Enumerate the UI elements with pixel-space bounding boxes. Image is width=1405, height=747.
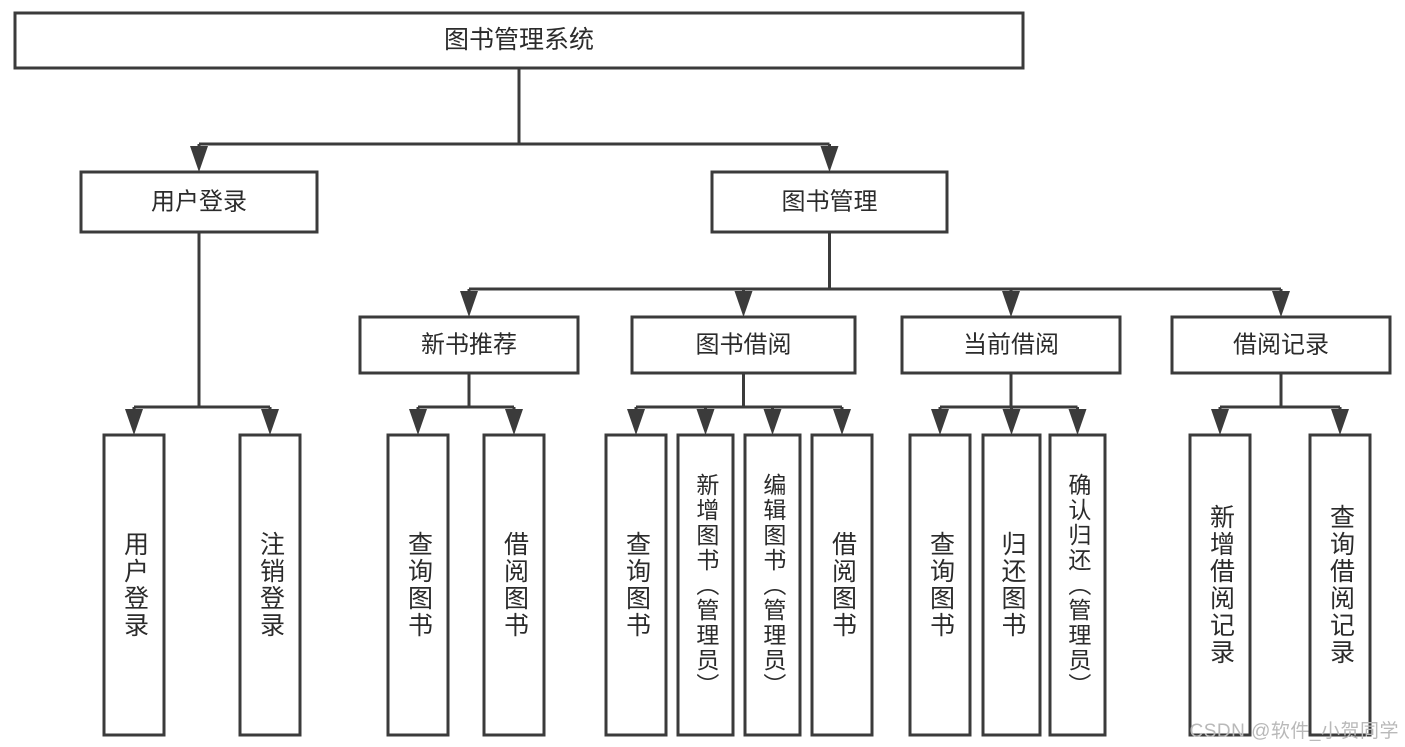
node-box[interactable] [604,433,668,737]
node-box[interactable] [676,433,735,737]
arrow-head [931,409,949,435]
node-leaf-query-borrow-record[interactable] [1308,433,1372,737]
node-leaf-add-borrow-record[interactable] [1188,433,1252,737]
node-leaf-edit-book[interactable] [743,433,802,737]
node-label: 借阅记录 [1233,331,1329,358]
arrow-head [696,409,715,435]
node-box[interactable] [1188,433,1252,737]
arrow-head [190,146,208,172]
arrow-head [505,409,523,435]
node-borrow-record[interactable]: 借阅记录 [1170,315,1392,375]
watermark: CSDN @软件_小贺同学 [1189,721,1399,742]
node-box[interactable] [810,433,874,737]
node-box[interactable] [1048,433,1107,737]
node-box[interactable] [386,433,450,737]
node-book-borrow[interactable]: 图书借阅 [630,315,857,375]
node-label: 图书管理 [782,188,878,215]
connector-group [190,68,839,172]
node-current-borrow[interactable]: 当前借阅 [900,315,1122,375]
arrow-head [763,409,782,435]
node-root[interactable]: 图书管理系统 [13,11,1025,70]
node-box[interactable] [13,11,1025,70]
node-label: 图书借阅 [696,331,792,358]
arrow-head [627,409,645,435]
node-box[interactable] [710,170,949,234]
connector-group [409,373,523,435]
node-leaf-query-book-3[interactable] [908,433,972,737]
node-user-login[interactable]: 用户登录 [79,170,319,234]
arrow-head [1331,409,1349,435]
node-box[interactable] [482,433,546,737]
node-box[interactable] [900,315,1122,375]
node-box[interactable] [981,433,1042,737]
node-leaf-borrow-book-2[interactable] [810,433,874,737]
arrow-head [1272,291,1290,317]
arrow-head [409,409,427,435]
arrow-head [1211,409,1229,435]
arrow-head [1002,291,1020,317]
connector-group [1211,373,1349,435]
node-box[interactable] [358,315,580,375]
node-leaf-query-book-2[interactable] [604,433,668,737]
connector-group [460,232,1290,317]
node-box[interactable] [1308,433,1372,737]
node-leaf-logout[interactable] [238,433,302,737]
node-leaf-borrow-book-1[interactable] [482,433,546,737]
node-leaf-return-book[interactable] [981,433,1042,737]
node-new-book-recommend[interactable]: 新书推荐 [358,315,580,375]
node-box[interactable] [238,433,302,737]
node-box[interactable] [1170,315,1392,375]
node-box[interactable] [630,315,857,375]
node-box[interactable] [743,433,802,737]
node-leaf-add-book[interactable] [676,433,735,737]
node-leaf-user-login[interactable] [102,433,166,737]
node-label: 当前借阅 [963,331,1059,358]
arrow-head [1068,409,1087,435]
node-leaf-query-book-1[interactable] [386,433,450,737]
node-box[interactable] [102,433,166,737]
node-box[interactable] [79,170,319,234]
arrow-head [460,291,478,317]
arrow-head [820,146,839,172]
node-book-management[interactable]: 图书管理 [710,170,949,234]
node-label: 用户登录 [151,188,247,215]
node-box[interactable] [908,433,972,737]
node-label: 新书推荐 [421,331,517,358]
arrow-head [734,291,753,317]
connector-group [125,232,279,435]
arrow-head [125,409,143,435]
arrow-head [1002,409,1021,435]
node-leaf-confirm-return[interactable] [1048,433,1107,737]
arrow-head [833,409,851,435]
connector-group [627,373,851,435]
connector-layer [125,68,1349,435]
node-label: 图书管理系统 [444,26,594,54]
arrow-head [261,409,279,435]
connector-group [931,373,1087,435]
